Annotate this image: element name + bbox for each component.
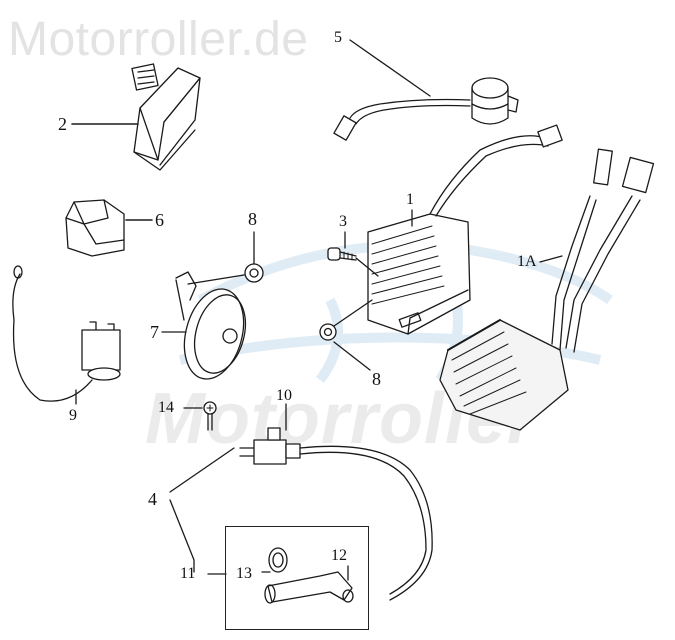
bolt-part xyxy=(327,247,357,261)
callout-1: 1 xyxy=(406,191,414,208)
callout-2: 3 xyxy=(339,213,347,230)
callout-9: 9 xyxy=(69,407,77,424)
screw-part xyxy=(203,401,217,431)
rubber-boot-part xyxy=(65,199,125,257)
regulator-rectifier-alt-part xyxy=(439,148,655,431)
callout-10: 10 xyxy=(276,387,292,404)
cdi-unit-part xyxy=(131,63,201,171)
spark-plug-cap-part xyxy=(264,571,354,604)
leader-6 xyxy=(169,447,235,493)
nut-lower-part xyxy=(319,323,337,341)
leader-1A xyxy=(539,255,563,263)
watermark-motorroller-de: Motorroller.de xyxy=(8,13,309,66)
leader-4 xyxy=(349,39,431,97)
callout-14: 14 xyxy=(158,399,174,416)
leader-2-to-regulator xyxy=(355,257,379,277)
regulator-rectifier-part xyxy=(367,124,563,335)
leader-8-lower xyxy=(333,341,371,371)
callout-8-lower: 8 xyxy=(372,369,381,389)
callout-8-upper: 8 xyxy=(248,209,257,229)
callout-12: 12 xyxy=(331,547,347,564)
starter-relay-part xyxy=(12,265,121,402)
nut-upper-part xyxy=(244,263,264,283)
callout-6: 4 xyxy=(148,489,157,509)
ignition-coil-part xyxy=(239,427,433,601)
callout-11: 11 xyxy=(180,565,196,582)
horn-part xyxy=(175,271,247,380)
callout-5: 6 xyxy=(155,210,164,230)
flasher-relay-part xyxy=(333,77,519,141)
leader-8-to-horn xyxy=(187,274,245,285)
leader-nut-to-regulator xyxy=(333,299,373,327)
seal-ring-part xyxy=(268,547,288,573)
callout-7: 7 xyxy=(150,322,159,342)
callout-1A: 1A xyxy=(517,253,537,270)
leader-6-to-11 xyxy=(169,499,195,573)
callout-4: 5 xyxy=(334,29,342,46)
callout-3: 2 xyxy=(58,114,67,134)
spark-plug-cap-inset-box xyxy=(225,526,369,630)
callout-13: 13 xyxy=(236,565,252,582)
